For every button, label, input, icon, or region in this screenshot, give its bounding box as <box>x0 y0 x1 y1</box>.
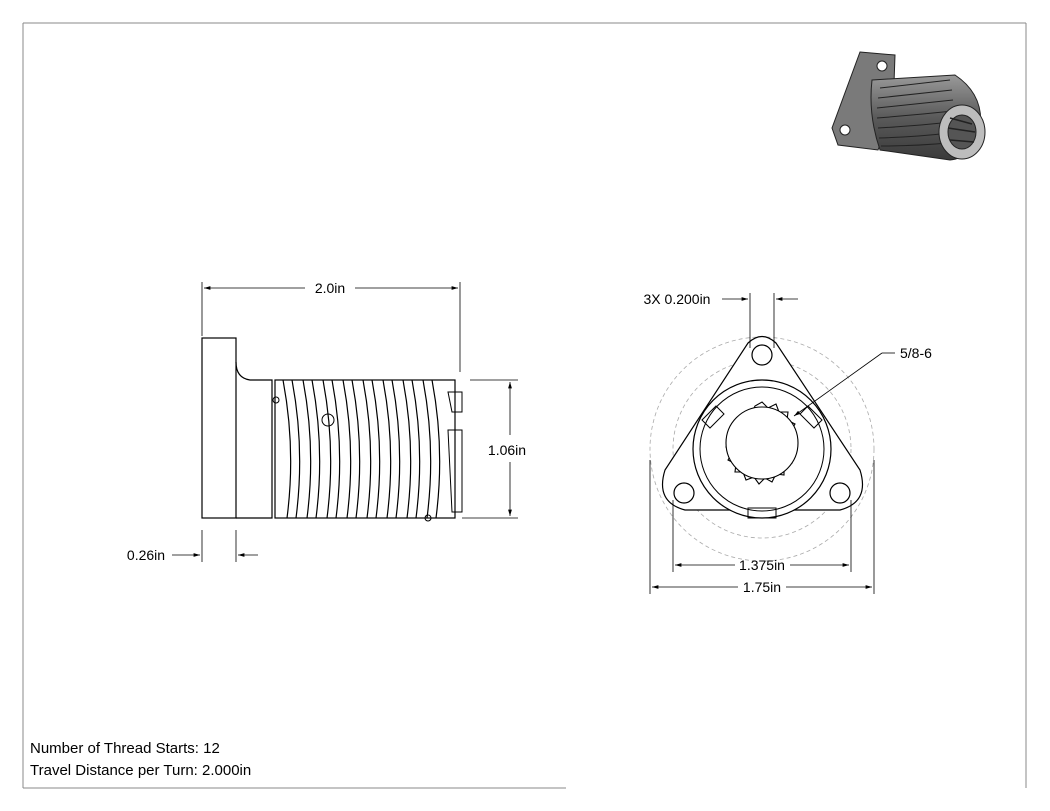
dim-text-overall-length: 2.0in <box>315 280 345 296</box>
dim-flange-thickness <box>172 530 258 562</box>
dim-bolt-circle <box>672 500 852 572</box>
mount-hole-top <box>751 344 773 366</box>
dim-text-flange-thickness: 0.26in <box>127 547 165 563</box>
dim-text-flange-width: 1.75in <box>743 579 781 595</box>
note-thread-starts: Number of Thread Starts: 12 <box>30 740 220 757</box>
isometric-view <box>831 51 986 161</box>
mount-hole-left <box>673 482 695 504</box>
note-travel-distance: Travel Distance per Turn: 2.000in <box>30 762 252 779</box>
dim-hole-size <box>722 293 798 348</box>
thread-helix <box>282 379 441 519</box>
dim-flange-width <box>649 460 875 594</box>
dim-overall-length <box>201 282 461 372</box>
sheet-border <box>22 22 1027 789</box>
dim-text-diameter: 1.06in <box>488 442 526 458</box>
dim-diameter <box>462 379 518 519</box>
mount-hole-right <box>829 482 851 504</box>
dim-text-hole-size: 3X 0.200in <box>644 291 711 307</box>
dim-thread-callout <box>793 352 895 417</box>
front-view <box>649 335 875 562</box>
dim-text-thread: 5/8-6 <box>900 345 932 361</box>
side-view <box>201 337 463 522</box>
dim-text-bolt-circle: 1.375in <box>739 557 785 573</box>
